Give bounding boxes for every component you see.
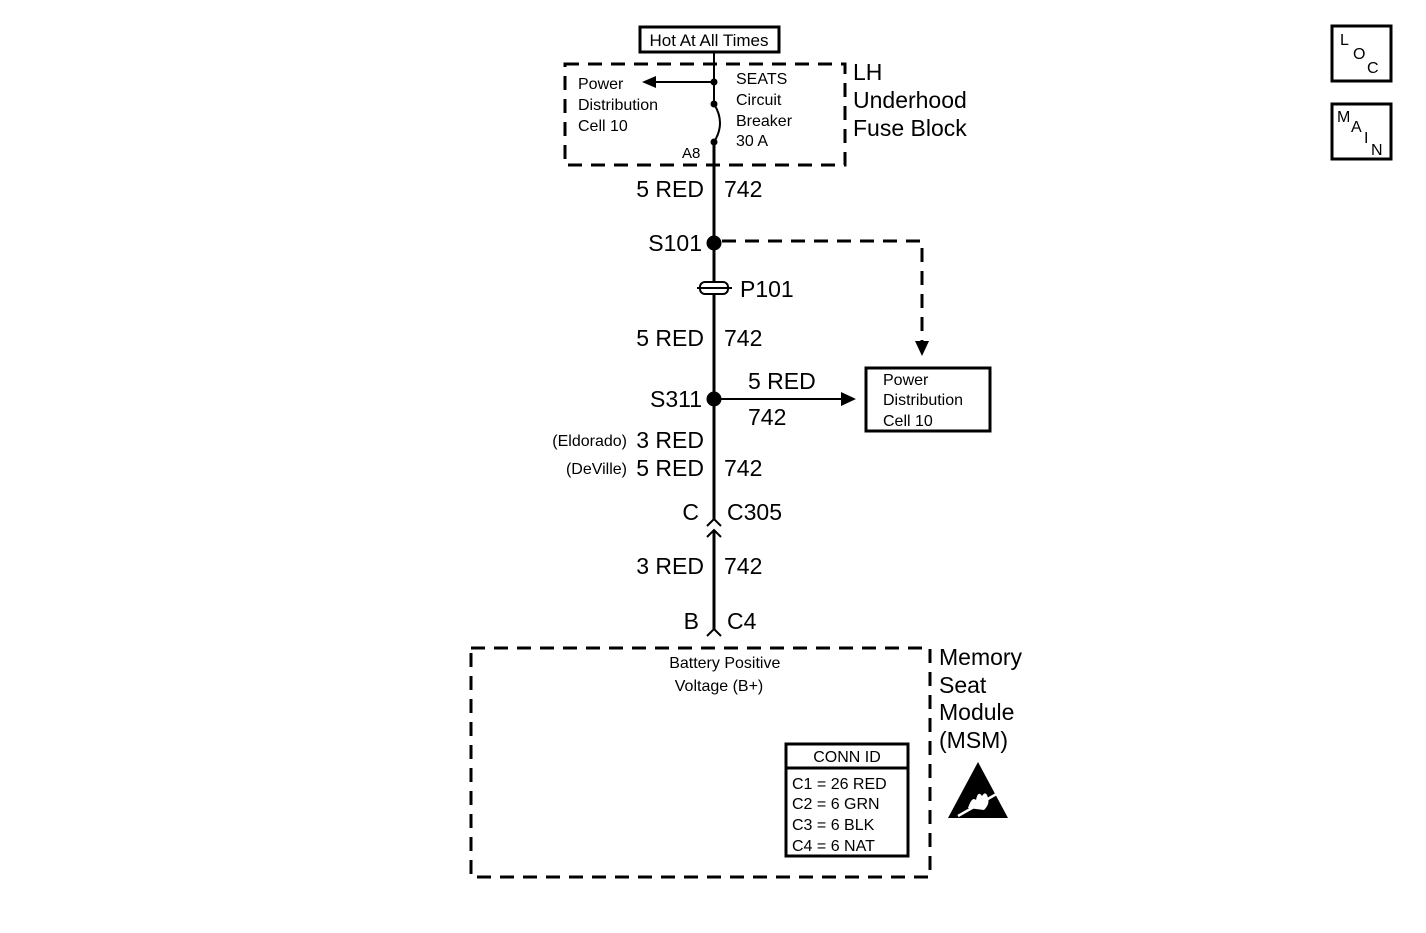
terminal-a8-label: A8	[682, 145, 700, 162]
pdc-arrow	[642, 76, 656, 88]
wire1-color: 5 RED	[636, 176, 704, 202]
wire3-circuit: 742	[724, 455, 762, 481]
junction-dot	[710, 78, 718, 86]
s311-branch-arrow	[841, 392, 856, 406]
fuse-block-outline	[563, 62, 847, 167]
loc-letter-o: O	[1353, 46, 1365, 63]
conn-id-table: CONN ID C1 = 26 RED C2 = 6 GRN C3 = 6 BL…	[784, 742, 910, 858]
fuse-block-pdc-label: Power Distribution Cell 10	[578, 76, 662, 135]
main-letter-n: N	[1371, 142, 1383, 159]
circuit-breaker-symbol	[713, 103, 721, 143]
conn-id-row: C4 = 6 NAT	[792, 838, 875, 855]
circuit-breaker-label: SEATS Circuit Breaker 30 A	[736, 71, 796, 150]
wire2-circuit: 742	[724, 325, 762, 351]
connector-c305-male	[706, 517, 722, 527]
main-letter-a: A	[1351, 119, 1362, 136]
pdc-box	[864, 366, 992, 433]
wire4-circuit: 742	[724, 553, 762, 579]
splice-s101-label: S101	[648, 230, 702, 256]
wire2-color: 5 RED	[636, 325, 704, 351]
conn-id-row: C2 = 6 GRN	[792, 796, 880, 813]
conn-id-title: CONN ID	[813, 749, 881, 766]
main-letter-i: I	[1364, 130, 1368, 147]
module-input-label: Battery Positive Voltage (B+)	[669, 655, 785, 695]
branch-wire-circuit: 742	[748, 404, 786, 430]
connector-c305-female	[706, 528, 722, 538]
s101-branch-arrow	[915, 341, 929, 356]
loc-letter-c: C	[1367, 60, 1379, 77]
loc-letter-l: L	[1340, 32, 1349, 49]
splice-s311-label: S311	[650, 386, 702, 412]
conn-id-row: C1 = 26 RED	[792, 776, 887, 793]
esd-warning-icon	[948, 762, 1008, 818]
splice-s101	[706, 235, 722, 251]
connector-p101	[697, 281, 732, 295]
power-label: Hot At All Times	[649, 31, 768, 50]
connector-c4-pin: B	[684, 608, 699, 634]
pdc-box-label: Power Distribution Cell 10	[883, 372, 967, 430]
connector-c305-pin: C	[682, 499, 699, 525]
conn-id-row: C3 = 6 BLK	[792, 817, 875, 834]
fuse-block-name: LH Underhood Fuse Block	[853, 59, 973, 141]
wire1-circuit: 742	[724, 176, 762, 202]
connector-p101-label: P101	[740, 276, 794, 302]
connector-c305-label: C305	[727, 499, 782, 525]
wire3-variant2-model: (DeVille)	[566, 461, 627, 478]
connector-c4-label: C4	[727, 608, 757, 634]
branch-wire-color: 5 RED	[748, 368, 816, 394]
main-letter-m: M	[1337, 109, 1350, 126]
loc-button[interactable]: L O C	[1330, 24, 1393, 83]
power-label-box	[638, 25, 781, 54]
main-button[interactable]: M A I N	[1330, 102, 1393, 161]
connector-c4-symbol	[706, 627, 722, 637]
wire3-variant1-color: 3 RED	[636, 427, 704, 453]
wire3-variant1-model: (Eldorado)	[552, 433, 627, 450]
wire4-color: 3 RED	[636, 553, 704, 579]
module-name: Memory Seat Module (MSM)	[939, 644, 1028, 753]
wire3-variant2-color: 5 RED	[636, 455, 704, 481]
